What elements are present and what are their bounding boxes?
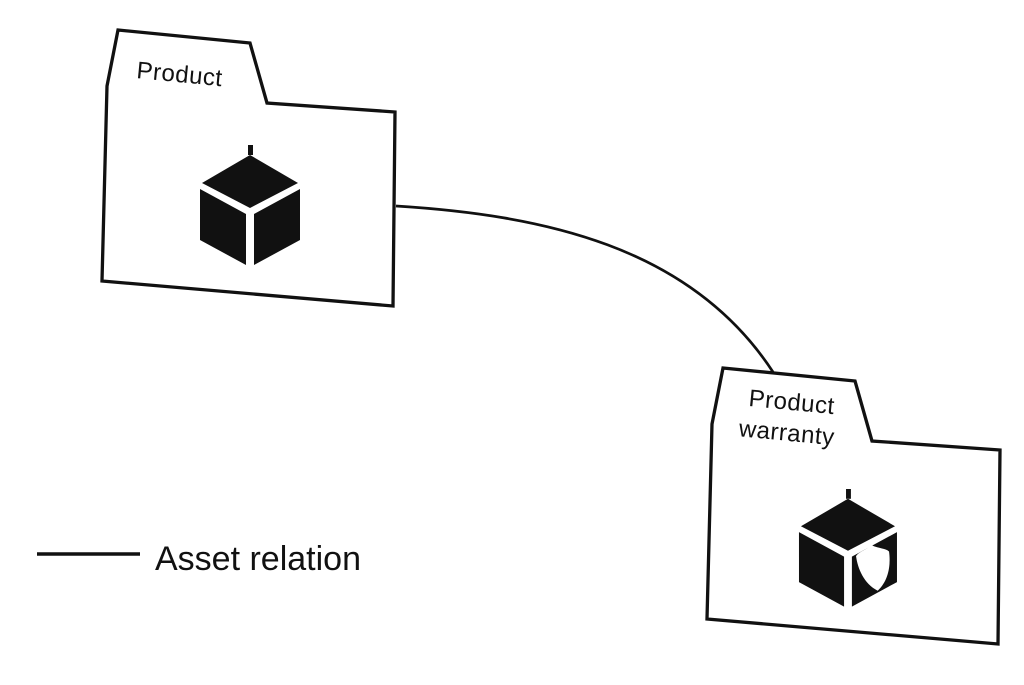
cube-top-face bbox=[202, 155, 298, 208]
cube-top-tick bbox=[846, 489, 851, 499]
cube-shield-icon bbox=[798, 489, 897, 607]
cube-right-face bbox=[254, 189, 300, 265]
edge-product-to-warranty bbox=[395, 204, 775, 373]
legend: Asset relation bbox=[37, 540, 361, 578]
node-product-warranty: Product warranty bbox=[705, 366, 1002, 646]
node-product: Product bbox=[100, 28, 397, 308]
cube-top-tick bbox=[248, 145, 253, 155]
legend-asset-relation-label: Asset relation bbox=[155, 540, 361, 578]
cube-left-face bbox=[798, 532, 845, 607]
shield-icon bbox=[856, 545, 890, 591]
cube-icon bbox=[200, 145, 300, 265]
cube-left-face bbox=[200, 189, 246, 265]
cube-top-face bbox=[800, 498, 896, 551]
